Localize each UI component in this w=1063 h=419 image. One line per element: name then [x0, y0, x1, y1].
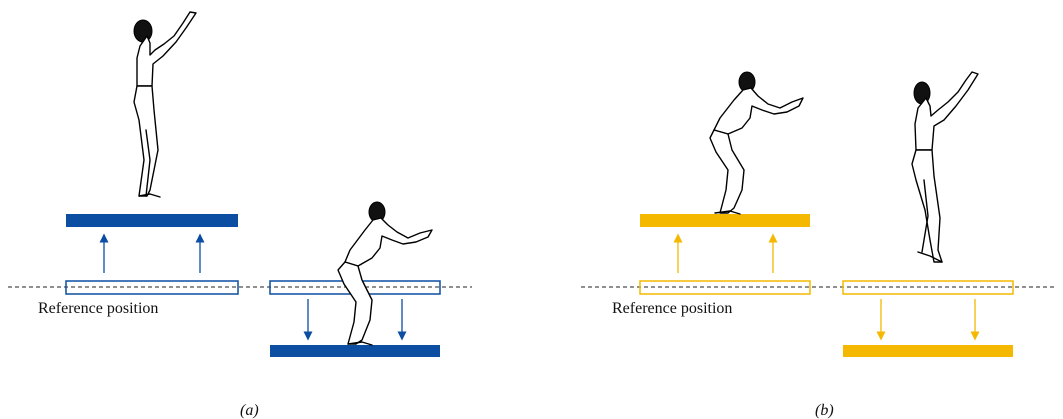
platform-raised-a — [66, 214, 238, 227]
panel-label-b: (b) — [815, 402, 834, 419]
jumping-person-figure-b — [911, 71, 979, 263]
platform-lowered-a — [270, 345, 440, 357]
platform-reference-b-left — [639, 280, 811, 295]
reference-label-b: Reference position — [612, 300, 732, 317]
squatting-person-figure-a — [337, 201, 433, 346]
panel-label-a: (a) — [240, 402, 259, 419]
panel-a: Reference position — [8, 11, 472, 357]
panel-b: Reference position — [581, 71, 1055, 357]
platform-raised-b — [640, 214, 810, 227]
reference-label-a: Reference position — [38, 300, 158, 317]
squatting-person-figure-b — [709, 71, 804, 215]
jumping-person-figure-a — [133, 11, 197, 198]
platform-reference-b-right — [842, 280, 1014, 295]
platform-reference-a-left — [65, 280, 239, 295]
platform-lowered-b — [843, 345, 1013, 357]
